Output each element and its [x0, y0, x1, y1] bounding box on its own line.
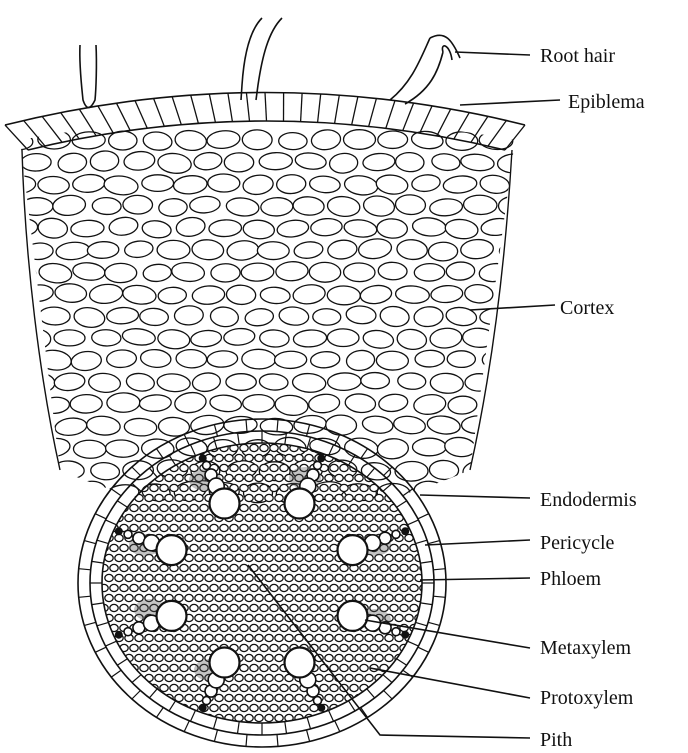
label-root-hair: Root hair [540, 45, 615, 67]
label-pericycle: Pericycle [540, 532, 615, 554]
label-endodermis: Endodermis [540, 489, 637, 511]
label-metaxylem: Metaxylem [540, 637, 632, 659]
label-cortex: Cortex [560, 297, 614, 319]
label-pith: Pith [540, 729, 572, 751]
root-hairs [80, 18, 460, 108]
label-epiblema: Epiblema [568, 91, 645, 113]
label-protoxylem: Protoxylem [540, 687, 634, 709]
label-phloem: Phloem [540, 568, 602, 590]
